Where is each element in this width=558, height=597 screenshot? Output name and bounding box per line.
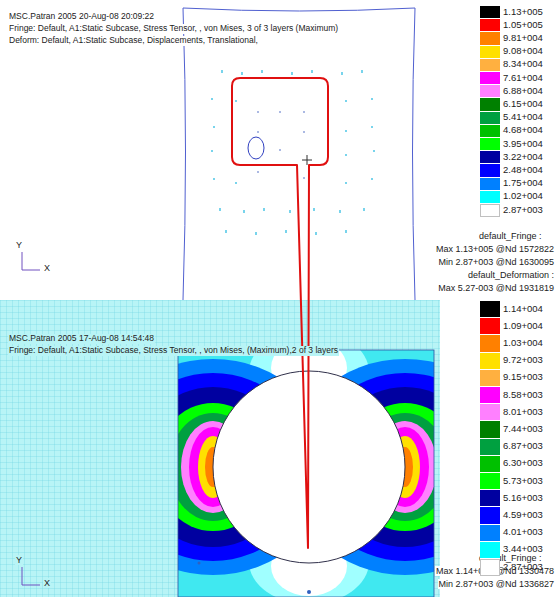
legend-swatch — [480, 125, 500, 138]
legend-swatch — [480, 404, 500, 421]
legend-swatch — [480, 301, 500, 318]
annotation-text: MSC.Patran 2005 17-Aug-08 14:54:48 — [8, 334, 155, 344]
axis-triad — [22, 252, 40, 270]
legend-value: 3.44+003 — [502, 544, 544, 555]
annotation-text: Max 5.27-003 @Nd 1931819 — [437, 283, 555, 293]
legend-value: 9.72+003 — [502, 355, 544, 366]
legend-value: 8.34+004 — [502, 59, 544, 70]
legend-value: 7.44+003 — [502, 424, 544, 435]
legend-value: 3.22+004 — [502, 152, 544, 163]
legend-swatch — [480, 204, 500, 217]
annotation-text: Min 2.87+003 @Nd 1336827 — [438, 579, 555, 589]
legend-swatch — [480, 98, 500, 111]
legend-swatch — [480, 32, 500, 45]
annotation-text: Fringe: Default, A1:Static Subcase, Stre… — [8, 346, 339, 356]
legend-value: 8.01+003 — [502, 407, 544, 418]
legend-swatch — [480, 112, 500, 125]
node-dot — [307, 590, 311, 594]
annotation-text: Deform: Default, A1:Static Subcase, Disp… — [8, 36, 259, 46]
legend-swatch — [480, 490, 500, 507]
legend-value: 2.48+004 — [502, 165, 544, 176]
legend-swatch — [480, 85, 500, 98]
annotation-text: X — [43, 578, 51, 588]
legend-value: 4.68+004 — [502, 125, 544, 136]
legend-value: 9.81+004 — [502, 33, 544, 44]
zoom-callout — [232, 78, 328, 548]
legend-value: 5.16+003 — [502, 493, 544, 504]
legend-swatch — [480, 72, 500, 85]
legend-swatch — [480, 178, 500, 191]
legend-swatch — [480, 46, 500, 59]
legend-value: 6.30+003 — [502, 458, 544, 469]
legend-swatch — [480, 318, 500, 335]
axis-triad — [22, 567, 40, 585]
annotation-text: Fringe: Default, A1:Static Subcase, Stre… — [8, 24, 339, 34]
legend-swatch — [480, 6, 500, 19]
annotation-text: Min 2.87+003 @Nd 1630095 — [438, 257, 555, 267]
annotation-text: X — [43, 263, 51, 273]
legend-value: 1.03+004 — [502, 338, 544, 349]
legend-swatch — [480, 19, 500, 32]
annotation-text: default_Deformation : — [467, 270, 555, 280]
legend-value: 9.08+004 — [502, 46, 544, 57]
legend-value: 6.15+004 — [502, 99, 544, 110]
legend-value: 1.02+004 — [502, 191, 544, 202]
legend-value: 5.73+003 — [502, 476, 544, 487]
legend-value: 2.87+003 — [502, 562, 544, 573]
legend-swatch — [480, 473, 500, 490]
legend-swatch — [480, 559, 500, 576]
legend-swatch — [480, 370, 500, 387]
legend-value: 1.05+005 — [502, 20, 544, 31]
legend-swatch — [480, 542, 500, 559]
legend-value: 1.13+005 — [502, 7, 544, 18]
legend-value: 1.14+004 — [502, 304, 544, 315]
element-marks — [212, 70, 374, 235]
legend-swatch — [480, 525, 500, 542]
legend-swatch — [480, 507, 500, 524]
annotation-text: Y — [15, 240, 23, 250]
annotation-text: Y — [15, 555, 23, 565]
legend-value: 1.09+004 — [502, 321, 544, 332]
legend-value: 6.87+003 — [502, 441, 544, 452]
legend-value: 7.61+004 — [502, 73, 544, 84]
annotation-text: default_Fringe : — [478, 231, 543, 241]
legend-value: 1.75+004 — [502, 178, 544, 189]
legend-value: 8.58+003 — [502, 390, 544, 401]
legend-swatch — [480, 151, 500, 164]
legend-value: 2.87+003 — [502, 205, 544, 216]
legend-value: 6.88+004 — [502, 86, 544, 97]
hole-outline — [248, 137, 264, 159]
legend-swatch — [480, 456, 500, 473]
legend-value: 5.41+004 — [502, 112, 544, 123]
legend-value: 9.15+003 — [502, 372, 544, 383]
legend-value: 4.01+003 — [502, 527, 544, 538]
legend-swatch — [480, 191, 500, 204]
node-dot — [198, 562, 201, 565]
legend-swatch — [480, 164, 500, 177]
legend-swatch — [480, 421, 500, 438]
legend-value: 4.59+003 — [502, 510, 544, 521]
legend-swatch — [480, 59, 500, 72]
legend-swatch — [480, 138, 500, 151]
legend-swatch — [480, 439, 500, 456]
cursor-cross — [302, 155, 312, 165]
annotation-text: MSC.Patran 2005 20-Aug-08 20:09:22 — [8, 12, 155, 22]
legend-swatch — [480, 335, 500, 352]
legend-swatch — [480, 353, 500, 370]
legend-swatch — [480, 387, 500, 404]
legend-value: 3.95+004 — [502, 139, 544, 150]
annotation-text: Max 1.13+005 @Nd 1572822 — [435, 244, 555, 254]
